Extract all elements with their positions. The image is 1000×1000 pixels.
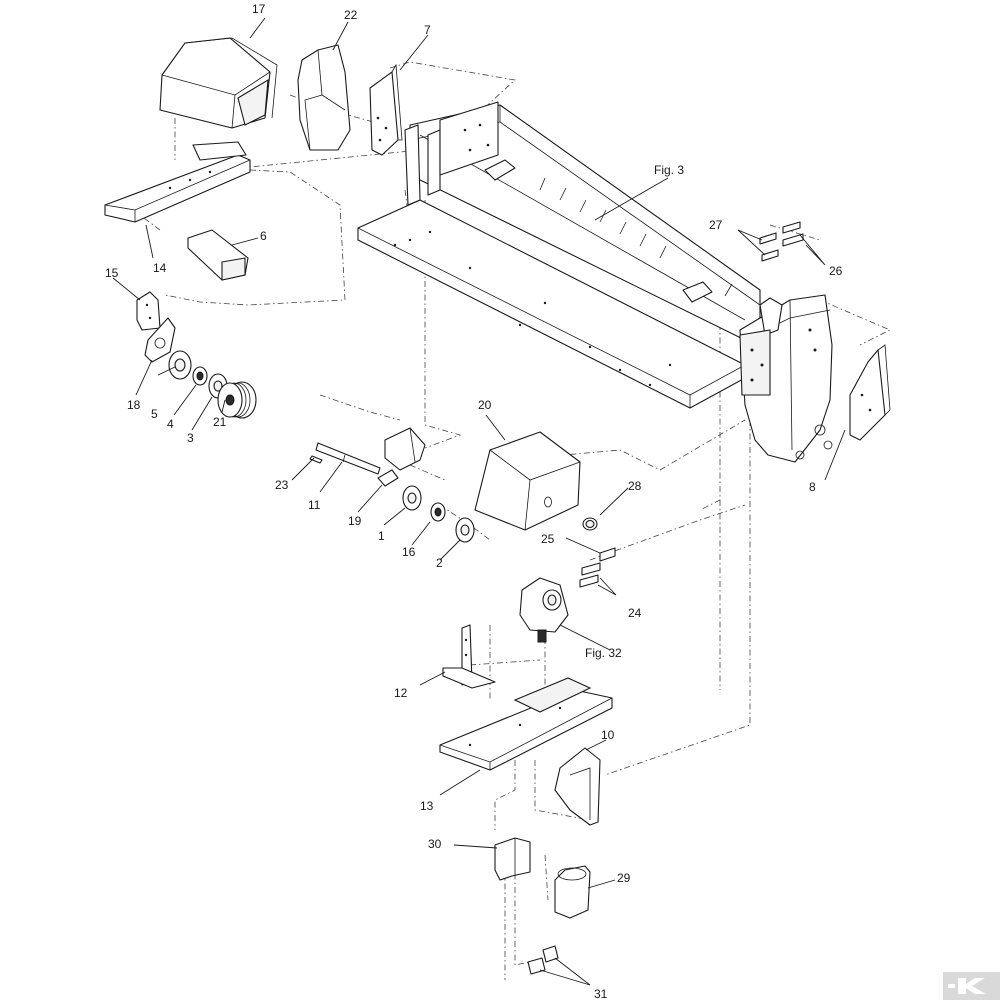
part-20-cover xyxy=(474,431,581,531)
callout-10: 10 xyxy=(601,728,615,742)
fig-32-gearbox xyxy=(519,577,569,643)
callout-17: 17 xyxy=(252,2,266,16)
callout-31: 31 xyxy=(594,987,608,1000)
part-18-flange xyxy=(144,317,176,363)
part-24-25-clips xyxy=(579,547,616,588)
callout-12: 12 xyxy=(394,686,408,700)
callout-13: 13 xyxy=(420,799,434,813)
part-14-rail xyxy=(104,141,251,223)
callout-14: 14 xyxy=(153,261,167,275)
part-28-bushing xyxy=(582,517,598,531)
callout-11: 11 xyxy=(308,498,321,512)
part-6-plate xyxy=(187,229,249,281)
callout-fig3: Fig. 3 xyxy=(654,163,684,177)
part-8-plate xyxy=(849,344,891,441)
callout-24: 24 xyxy=(628,606,642,620)
callout-1: 1 xyxy=(378,529,385,543)
callout-22: 22 xyxy=(344,8,358,22)
callout-2: 2 xyxy=(436,556,443,570)
callout-28: 28 xyxy=(628,479,642,493)
part-31-clips xyxy=(527,945,559,975)
callout-20: 20 xyxy=(478,398,492,412)
callout-18: 18 xyxy=(127,398,141,412)
part-29-guard xyxy=(554,865,591,919)
callout-3: 3 xyxy=(187,431,194,445)
callout-23: 23 xyxy=(275,478,289,492)
main-frame-assembly xyxy=(357,101,833,463)
part-12-bracket xyxy=(442,624,496,689)
part-21-pulley xyxy=(217,381,257,419)
part-4-ring xyxy=(192,366,208,386)
callout-16: 16 xyxy=(402,545,416,559)
callout-labels: 17 22 7 Fig. 3 14 6 15 18 5 4 3 21 23 11… xyxy=(105,2,843,1000)
part-30-guard xyxy=(494,837,531,881)
part-19-bracket xyxy=(377,427,426,487)
callout-7: 7 xyxy=(424,23,431,37)
part-5-bearing xyxy=(168,350,192,380)
part-10-chute xyxy=(554,747,601,826)
leader-lines xyxy=(112,17,846,986)
part-7-plate xyxy=(369,63,403,156)
part-1-flange xyxy=(402,485,422,511)
callout-30: 30 xyxy=(428,837,442,851)
part-2-flange xyxy=(455,517,475,543)
part-16-bearing xyxy=(430,502,446,522)
part-11-shaft xyxy=(315,442,381,475)
part-26-27-clips xyxy=(759,221,804,262)
part-22-plate xyxy=(297,44,351,151)
k-logo-icon xyxy=(943,972,1000,1000)
callout-6: 6 xyxy=(260,229,267,243)
part-23-key xyxy=(309,455,323,464)
callout-29: 29 xyxy=(617,871,631,885)
callout-fig32: Fig. 32 xyxy=(585,646,622,660)
callout-4: 4 xyxy=(167,417,174,431)
callout-8: 8 xyxy=(809,480,816,494)
callout-25: 25 xyxy=(541,532,555,546)
callout-26: 26 xyxy=(829,264,843,278)
part-13-tray xyxy=(439,677,613,771)
part-17-cover xyxy=(159,37,278,129)
callout-5: 5 xyxy=(151,407,158,421)
callout-27: 27 xyxy=(709,218,723,232)
part-15-bracket xyxy=(136,291,161,331)
callout-15: 15 xyxy=(105,266,119,280)
callout-21: 21 xyxy=(213,415,227,429)
callout-19: 19 xyxy=(348,514,362,528)
